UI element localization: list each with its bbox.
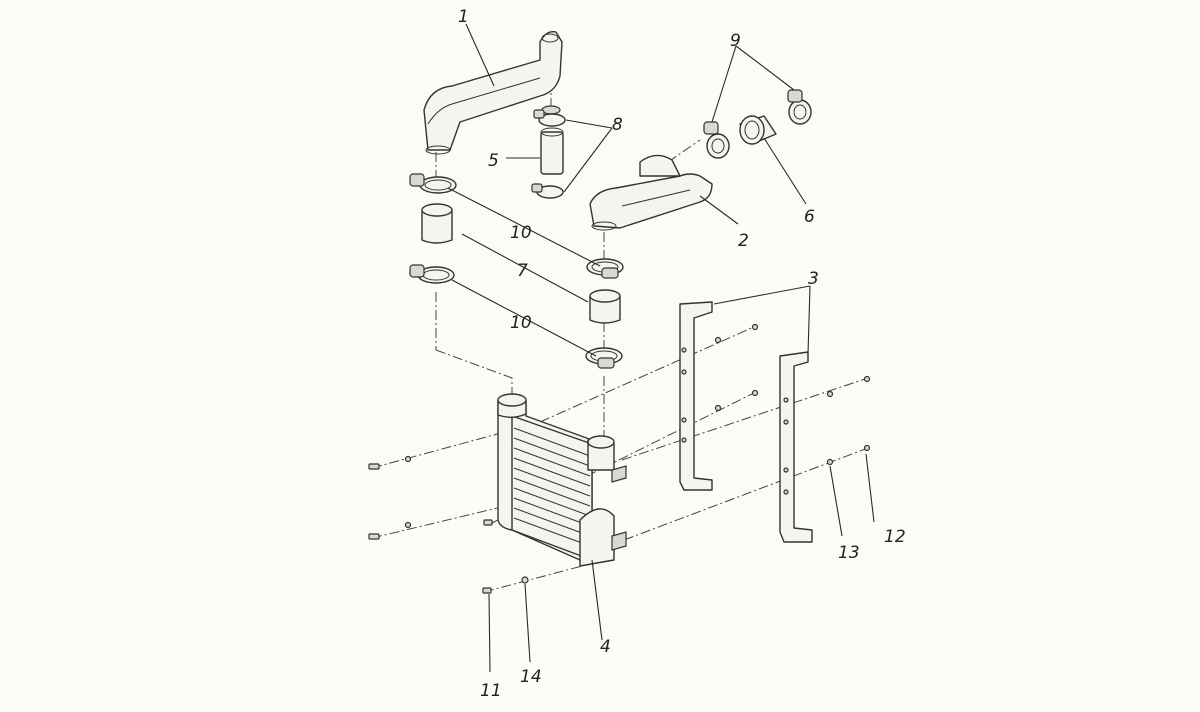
clamp-right-upper xyxy=(586,258,624,279)
hose-sleeve-left xyxy=(421,203,453,244)
assembly-axes xyxy=(371,62,869,593)
callout-10a: 10 xyxy=(510,223,532,243)
clamp-left-upper xyxy=(409,173,457,194)
upper-air-pipe xyxy=(423,31,563,155)
callout-9: 9 xyxy=(730,31,741,51)
intercooler-core xyxy=(497,393,627,567)
callout-11: 11 xyxy=(480,681,502,701)
callout-4: 4 xyxy=(600,637,611,657)
clamp-right-lower xyxy=(585,347,623,369)
short-connector-hose xyxy=(540,127,564,175)
callout-2: 2 xyxy=(738,231,749,251)
fasteners xyxy=(368,323,871,594)
lower-air-pipe xyxy=(589,154,713,231)
clamp-left-lower xyxy=(409,264,455,284)
callout-6: 6 xyxy=(804,207,815,227)
callout-13: 13 xyxy=(838,543,860,563)
leader-lines xyxy=(447,23,875,673)
callout-8: 8 xyxy=(612,115,623,135)
callout-7: 7 xyxy=(517,261,528,281)
worm-clamp-right xyxy=(787,89,812,125)
callout-3: 3 xyxy=(808,269,819,289)
hose-clamp-top xyxy=(533,109,566,127)
hose-clamp-bottom xyxy=(531,183,564,199)
hose-sleeve-right xyxy=(589,289,621,324)
callout-labels: 1 2 3 4 5 6 7 8 9 10 10 11 12 13 14 xyxy=(458,7,906,701)
worm-clamp-left xyxy=(703,121,730,159)
hose-segment xyxy=(739,115,777,145)
callout-12: 12 xyxy=(884,527,906,547)
cooling-fins xyxy=(513,427,591,547)
mounting-bracket-left xyxy=(679,301,713,491)
callout-5: 5 xyxy=(488,151,499,171)
mounting-bracket-right xyxy=(779,351,813,543)
callout-10b: 10 xyxy=(510,313,532,333)
callout-1: 1 xyxy=(458,7,469,27)
callout-14: 14 xyxy=(520,667,542,687)
